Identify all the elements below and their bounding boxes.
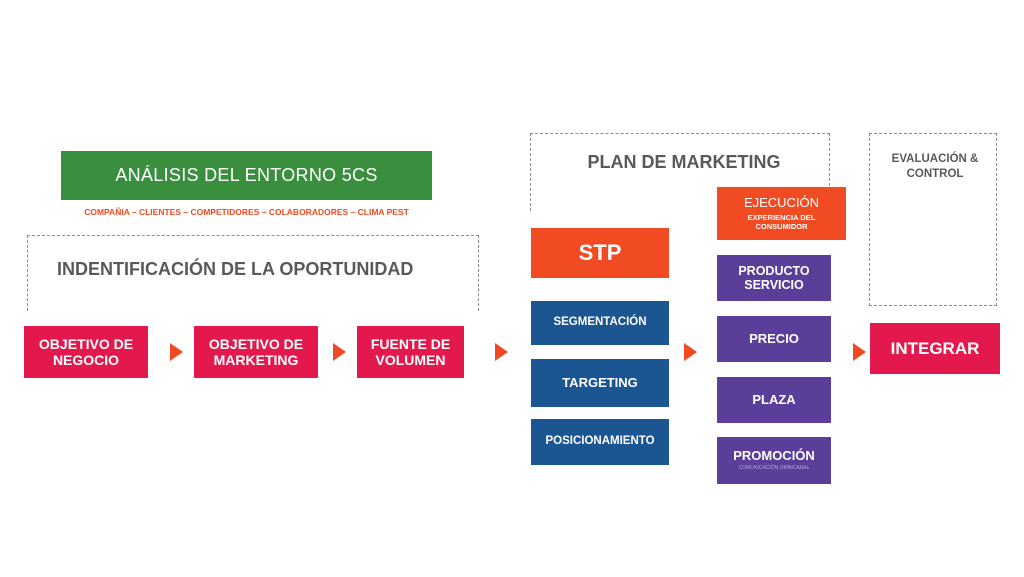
arrow-icon — [495, 343, 508, 361]
step-label: FUENTE DE VOLUMEN — [370, 335, 451, 368]
plan-title: PLAN DE MARKETING — [587, 152, 781, 172]
step-label: OBJETIVO DE NEGOCIO — [38, 335, 134, 368]
mix-label: PLAZA — [752, 391, 796, 407]
evaluation-frame — [869, 133, 997, 306]
arrow-icon — [170, 343, 183, 361]
arrow-icon — [333, 343, 346, 361]
mix-product: PRODUCTO SERVICIO — [717, 255, 831, 301]
stp-positioning: POSICIONAMIENTO — [531, 419, 669, 465]
arrow-icon — [853, 343, 866, 361]
stp-targeting: TARGETING — [531, 359, 669, 407]
execution-title: EJECUCIÓN — [743, 195, 820, 211]
stp-label: STP — [578, 240, 622, 266]
analysis-subtitle: COMPAÑIA – CLIENTES – COMPETIDORES – COL… — [84, 207, 409, 217]
plan-frame — [530, 133, 830, 211]
mix-label: PRODUCTO SERVICIO — [738, 263, 810, 292]
step-business-objective: OBJETIVO DE NEGOCIO — [24, 326, 148, 378]
analysis-banner: ANÁLISIS DEL ENTORNO 5CS — [61, 151, 432, 200]
analysis-title: ANÁLISIS DEL ENTORNO 5CS — [115, 165, 378, 186]
mix-price: PRECIO — [717, 316, 831, 362]
execution-subtitle: EXPERIENCIA DEL CONSUMIDOR — [747, 212, 816, 231]
integrate-label: INTEGRAR — [890, 338, 980, 358]
step-marketing-objective: OBJETIVO DE MARKETING — [194, 326, 318, 378]
stp-item-label: SEGMENTACIÓN — [553, 316, 647, 329]
mix-place: PLAZA — [717, 377, 831, 423]
step-volume-source: FUENTE DE VOLUMEN — [357, 326, 464, 378]
stp-item-label: POSICIONAMIENTO — [545, 435, 655, 448]
stp-segmentation: SEGMENTACIÓN — [531, 301, 669, 345]
stp-item-label: TARGETING — [562, 374, 638, 390]
mix-label: PRECIO — [749, 330, 799, 346]
integrate-box: INTEGRAR — [870, 323, 1000, 374]
arrow-icon — [684, 343, 697, 361]
stp-box: STP — [531, 228, 669, 278]
promotion-subtitle: COMUNICACIÓN OMNICANAL — [738, 465, 810, 472]
execution-box: EJECUCIÓN EXPERIENCIA DEL CONSUMIDOR — [717, 187, 846, 240]
mix-promotion: PROMOCIÓN COMUNICACIÓN OMNICANAL — [717, 437, 831, 484]
opportunity-frame — [27, 235, 479, 311]
step-label: OBJETIVO DE MARKETING — [208, 335, 304, 368]
mix-label: PROMOCIÓN — [733, 448, 815, 464]
opportunity-title: INDENTIFICACIÓN DE LA OPORTUNIDAD — [57, 259, 414, 279]
evaluation-title: EVALUACIÓN & CONTROL — [891, 153, 979, 180]
